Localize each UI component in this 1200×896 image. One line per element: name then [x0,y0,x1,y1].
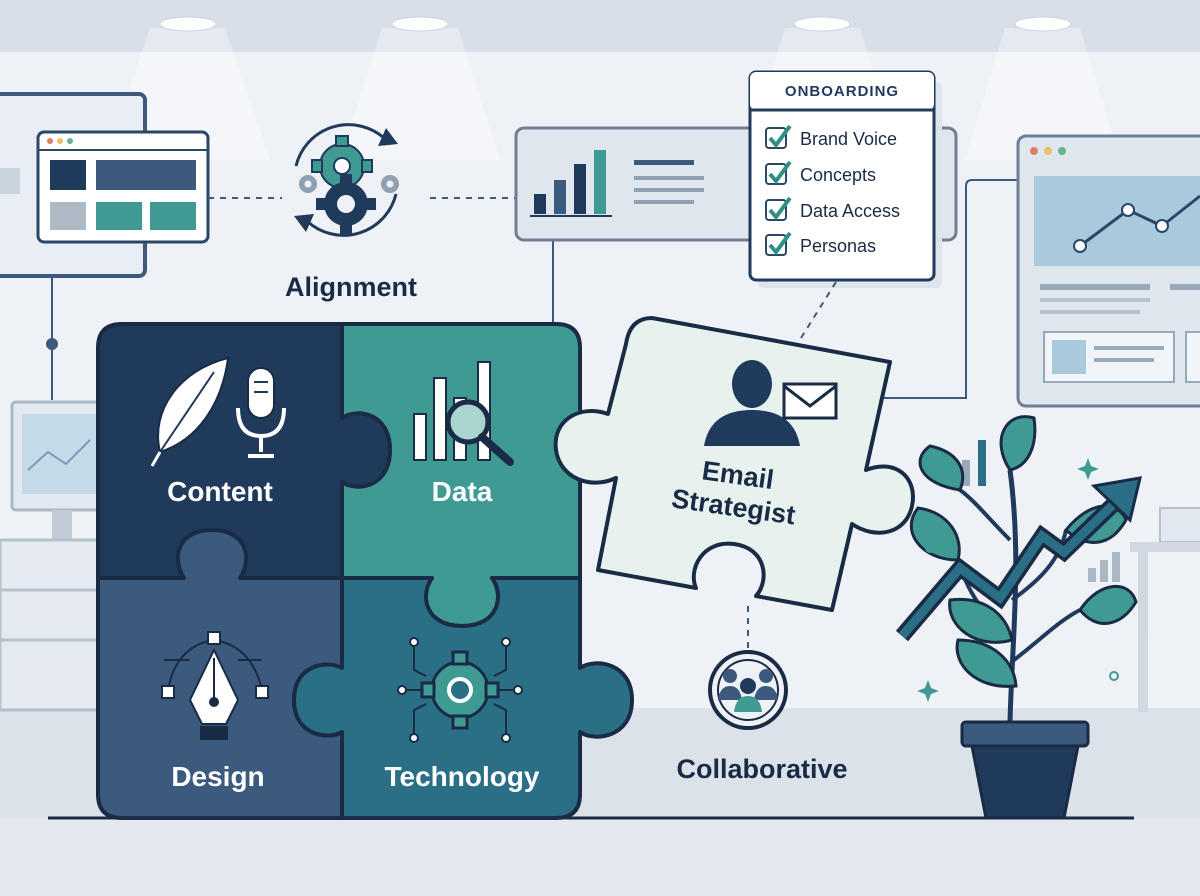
onboarding-item: Data Access [765,196,900,221]
onboarding-title: ONBOARDING [785,83,899,100]
sparkle-decorations [917,458,1119,702]
technology-label: Technology [384,761,539,792]
team-icon [708,650,788,730]
onboarding-list: Brand Voice Concepts Data Access Persona… [765,124,900,256]
trend-arrow-icon [895,476,1142,642]
onboarding-item-label: Personas [800,236,876,256]
dashboard-window [36,130,210,244]
data-label: Data [432,476,493,507]
browser-window-right [880,134,1200,408]
checkmark-icon [768,231,792,256]
checkmark-icon [768,124,792,149]
background-desk-right [1088,507,1200,712]
feather-icon [150,356,230,467]
plant-pot [960,720,1090,820]
envelope-icon [782,382,838,420]
microphone-icon [236,367,286,458]
checkmark-icon [768,196,792,221]
gears-icon [294,123,399,237]
onboarding-item: Brand Voice [765,124,897,149]
onboarding-item-label: Concepts [800,165,876,185]
checkmark-icon [768,160,792,185]
content-label: Content [167,476,273,507]
pen-nib-icon [161,631,269,740]
alignment-label: Alignment [285,272,417,302]
background-desk-left [0,400,114,712]
person-icon [704,360,800,446]
onboarding-item-label: Brand Voice [800,129,897,149]
circuit-gear-icon [397,637,523,743]
onboarding-item: Concepts [765,160,876,185]
onboarding-card: ONBOARDING [748,70,942,288]
onboarding-item-label: Data Access [800,201,900,221]
onboarding-connector [795,281,837,347]
floor-front [0,818,1200,896]
onboarding-item: Personas [765,231,876,256]
design-label: Design [171,761,264,792]
connector-left [46,197,515,400]
collaborative-label: Collaborative [676,754,847,784]
magnifier-icon [445,399,514,466]
